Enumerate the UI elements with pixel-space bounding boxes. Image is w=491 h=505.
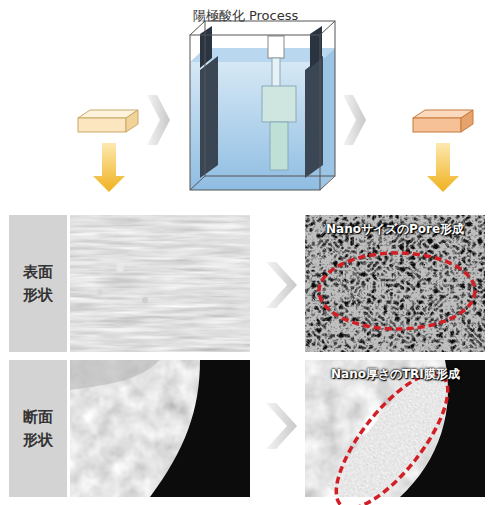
sem-surface-before bbox=[70, 215, 250, 352]
sample-after bbox=[413, 110, 473, 132]
sem-section-before bbox=[70, 360, 250, 497]
row-label-box: 断面形状 bbox=[9, 360, 67, 497]
chevron-arrow bbox=[266, 262, 297, 308]
image-caption: Nano厚さのTRI膜形成 bbox=[331, 366, 460, 383]
anodizing-tank bbox=[190, 21, 335, 190]
down-arrow bbox=[93, 143, 125, 192]
down-arrow bbox=[427, 143, 459, 192]
chevron-arrow bbox=[343, 95, 366, 145]
highlight-ellipse bbox=[318, 358, 466, 505]
image-caption: NanoサイズのPore形成 bbox=[326, 221, 464, 238]
chevron-arrow bbox=[147, 95, 170, 145]
highlight-ellipse bbox=[319, 253, 475, 329]
diagram-title: 陽極酸化 Process bbox=[0, 7, 491, 25]
sem-surface-after bbox=[305, 215, 485, 352]
row-label: 断面形状 bbox=[23, 406, 53, 451]
row-label: 表面形状 bbox=[23, 261, 53, 306]
sample-before bbox=[78, 110, 138, 132]
chevron-arrow bbox=[266, 403, 297, 449]
row-label-box: 表面形状 bbox=[9, 215, 67, 352]
sem-section-after bbox=[305, 360, 485, 497]
